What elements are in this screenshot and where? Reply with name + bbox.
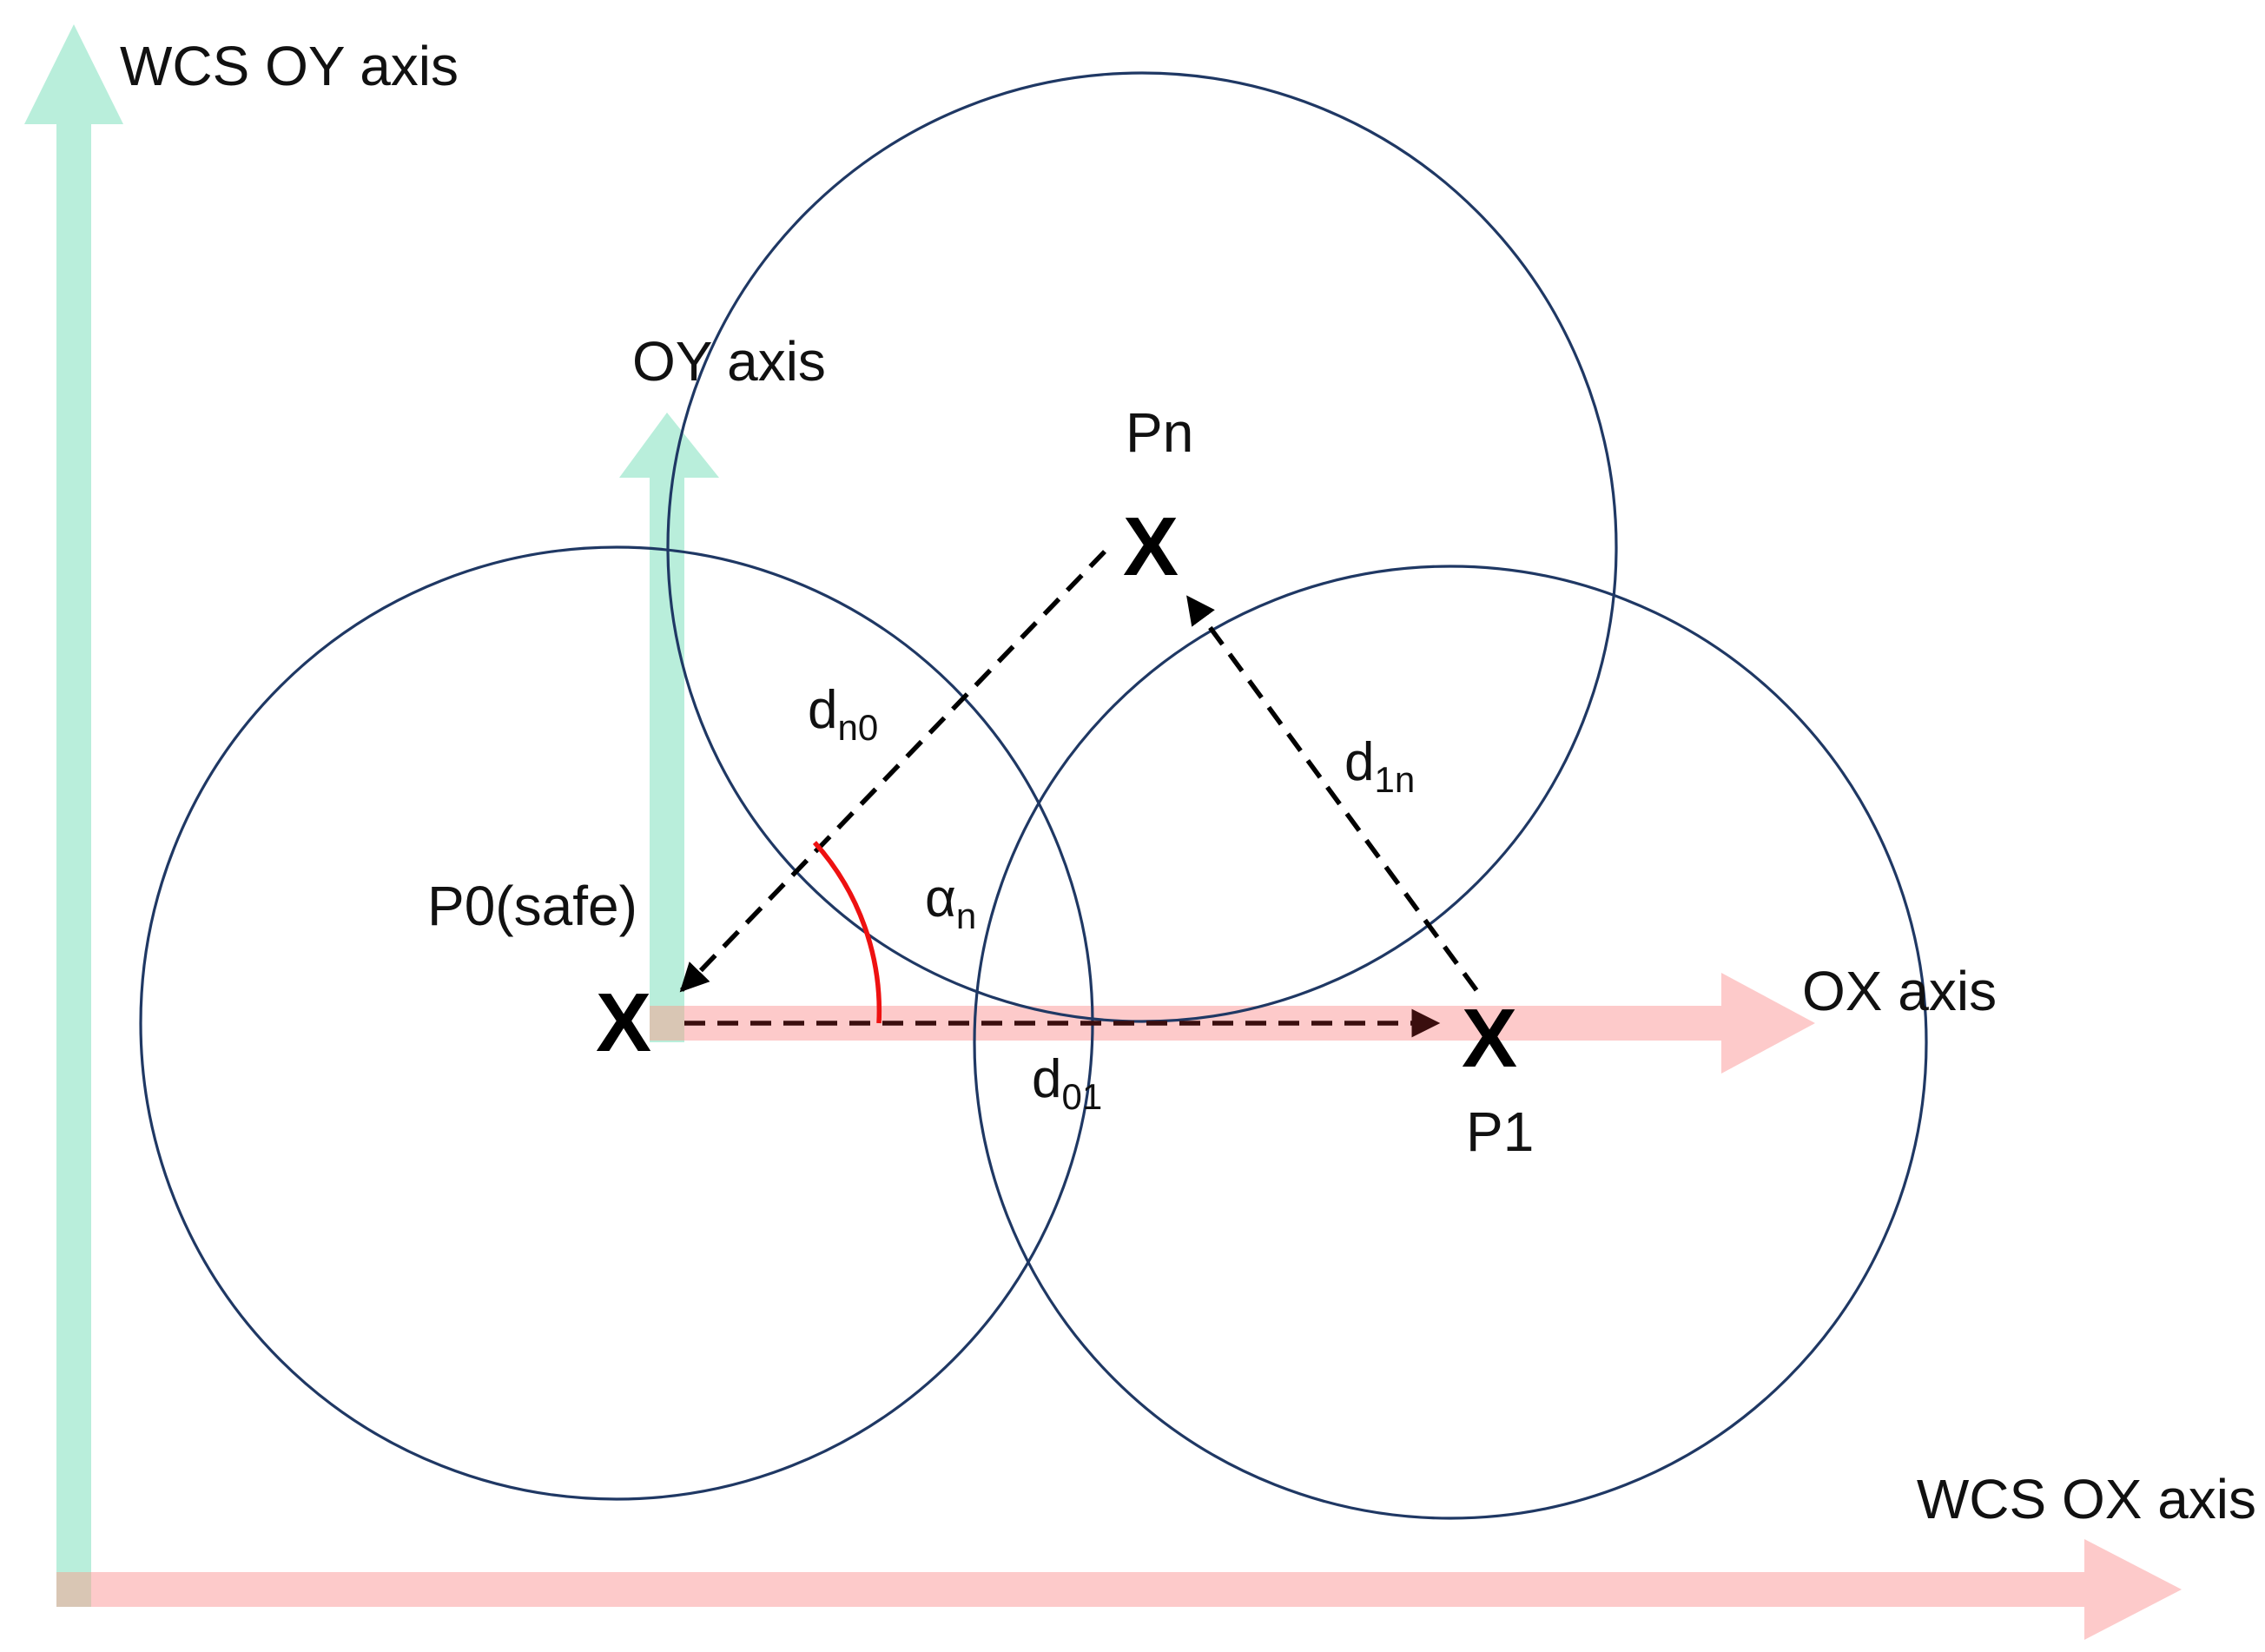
wcs-ox-axis-label: WCS OX axis (1917, 1468, 2256, 1530)
circle-pn (666, 71, 1618, 1023)
circle-p1 (973, 565, 1928, 1520)
p1-label: P1 (1466, 1100, 1534, 1163)
d-1n-label: d1n (1344, 732, 1415, 800)
wcs-oy-axis-label: WCS OY axis (120, 35, 459, 97)
d-1n-arrow (1185, 595, 1479, 992)
pn-marker: X (1123, 500, 1179, 593)
p0-marker: X (596, 976, 651, 1069)
local-origin (650, 1006, 684, 1041)
oy-axis-label: OY axis (632, 330, 826, 393)
wcs-ox-axis-arrow (56, 1539, 2182, 1640)
angle-arc-alpha (812, 841, 882, 1024)
pn-label: Pn (1126, 401, 1193, 464)
alpha-n-label: αn (925, 869, 976, 936)
d-n0-arrow (679, 550, 1106, 993)
wcs-origin (56, 1572, 91, 1607)
ox-axis-label: OX axis (1802, 960, 1997, 1022)
d-01-label: d01 (1032, 1049, 1102, 1117)
p0-label: P0(safe) (427, 875, 637, 937)
p1-marker: X (1462, 992, 1517, 1085)
d-n0-label: dn0 (808, 680, 878, 748)
wcs-oy-axis-arrow (24, 24, 123, 1602)
